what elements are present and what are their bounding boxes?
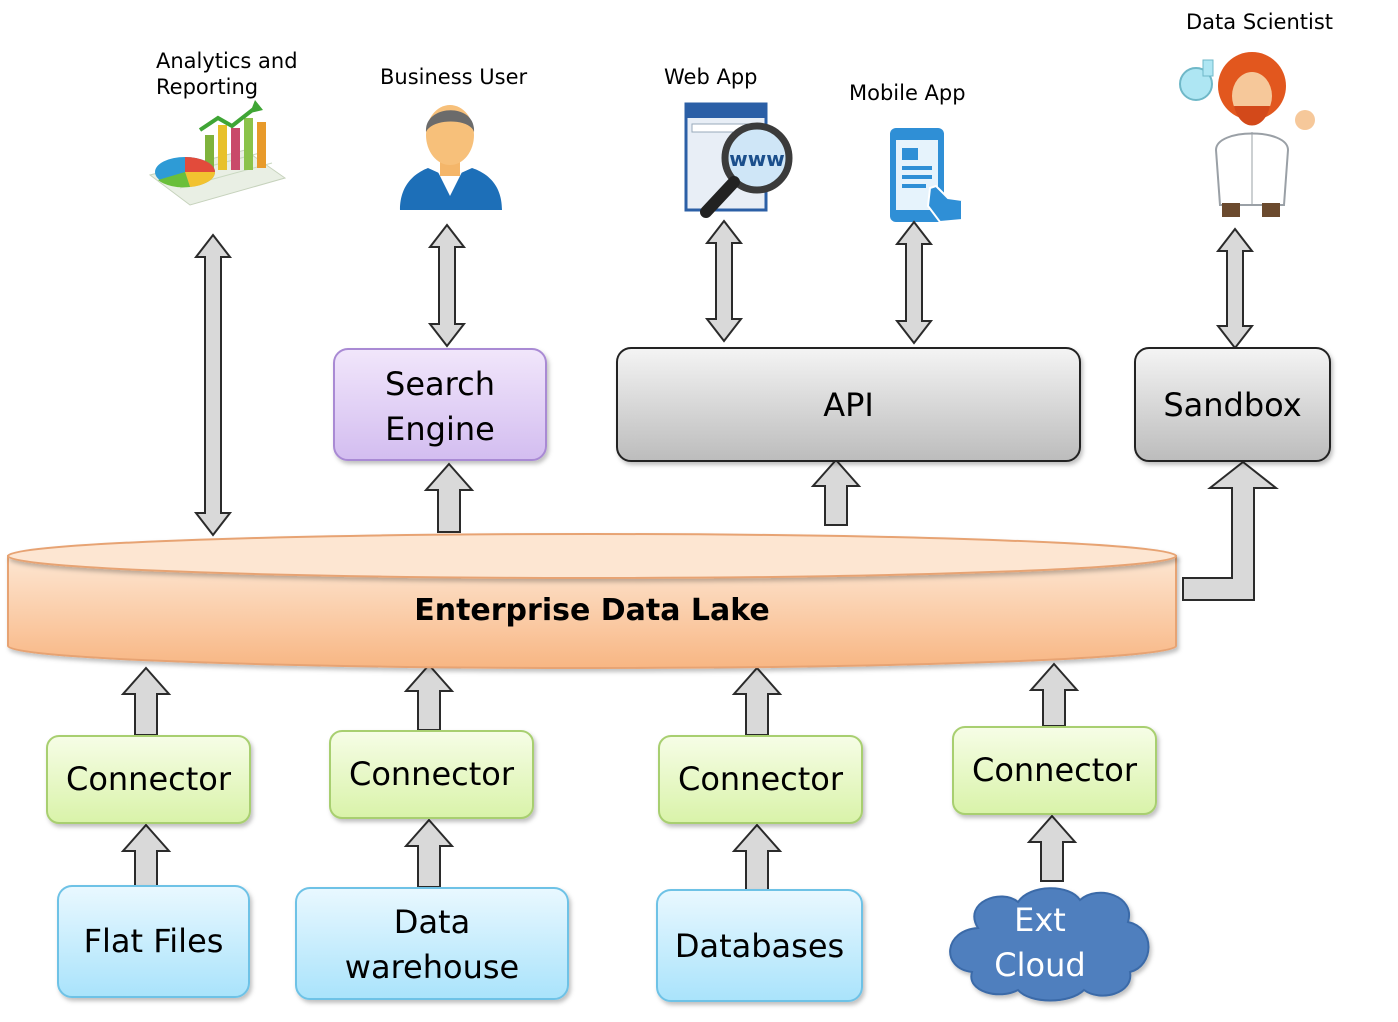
data-scientist-icon bbox=[1179, 52, 1315, 217]
business-user-icon bbox=[400, 105, 502, 210]
business-user-double-arrow bbox=[427, 223, 467, 348]
data-warehouse-box bbox=[295, 887, 569, 1000]
mobile-app-double-arrow bbox=[894, 220, 934, 345]
svg-text:www: www bbox=[729, 147, 784, 171]
connector-box-databases bbox=[658, 735, 863, 824]
lake-to-sandbox-arrow bbox=[1182, 460, 1279, 601]
connector-box-flat-files bbox=[46, 735, 251, 824]
search-engine-box bbox=[333, 348, 547, 461]
warehouse-to-connector-arrow bbox=[403, 818, 455, 888]
sandbox-box bbox=[1134, 347, 1331, 462]
databases-to-connector-arrow bbox=[731, 823, 783, 891]
web-app-icon: www bbox=[684, 102, 793, 218]
connector4-to-lake-arrow bbox=[1028, 662, 1080, 727]
cloud-to-connector-arrow bbox=[1026, 814, 1078, 882]
lake-to-api-arrow bbox=[810, 458, 862, 526]
connector3-to-lake-arrow bbox=[731, 666, 783, 736]
web-app-double-arrow bbox=[704, 219, 744, 343]
lake-to-search-arrow bbox=[423, 462, 475, 533]
connector2-to-lake-arrow bbox=[403, 663, 455, 731]
ext-cloud-shape bbox=[949, 887, 1150, 1002]
data-scientist-double-arrow bbox=[1215, 227, 1255, 350]
connector1-to-lake-arrow bbox=[120, 666, 172, 736]
connector-box-ext-cloud bbox=[952, 726, 1157, 815]
enterprise-data-lake-cylinder bbox=[7, 533, 1177, 669]
flat-files-to-connector-arrow bbox=[120, 823, 172, 889]
flat-files-box bbox=[57, 885, 250, 998]
connector-box-data-warehouse bbox=[329, 730, 534, 819]
analytics-double-arrow bbox=[193, 233, 233, 537]
databases-box bbox=[656, 889, 863, 1002]
analytics-chart-icon bbox=[148, 100, 287, 206]
mobile-app-icon bbox=[890, 128, 963, 224]
api-box bbox=[616, 347, 1081, 462]
